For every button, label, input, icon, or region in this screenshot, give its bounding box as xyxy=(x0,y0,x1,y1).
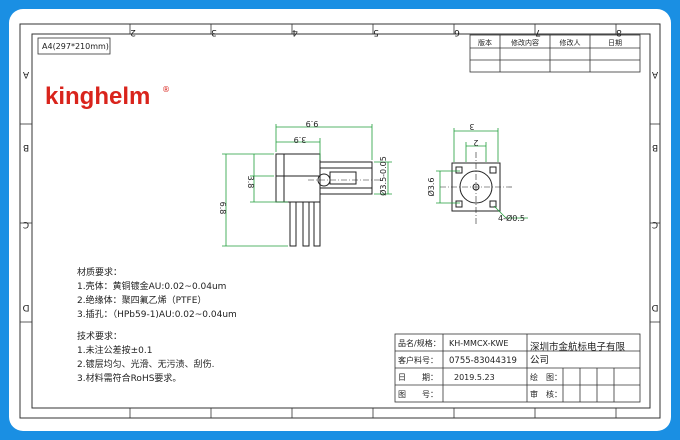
tech-notes: 技术要求： 1.未注公差按±0.1 2.镀层均匀、光滑、无污渍、刮伤. 3.材料… xyxy=(77,330,214,384)
border-number: 2 xyxy=(130,27,136,37)
side-view xyxy=(275,153,384,247)
title-block xyxy=(394,333,641,403)
material-line: 3.插孔：（HPb59-1)AU:0.02~0.04um xyxy=(77,308,237,320)
tech-line: 3.材料需符合RoHS要求。 xyxy=(77,372,181,384)
revision-table xyxy=(469,34,641,73)
border-letter: D xyxy=(22,302,29,312)
revision-header: 修改内容 xyxy=(511,38,539,47)
revision-header: 日期 xyxy=(608,39,622,47)
name-label: 品名/规格： xyxy=(398,338,441,348)
tech-title: 技术要求： xyxy=(77,330,122,342)
side-dim-labels: 9.9 3.9 3.8 6.8 Ø3.5-0.05 xyxy=(218,119,388,214)
draw-label: 绘 图： xyxy=(530,372,562,382)
top-dimensions xyxy=(436,128,528,219)
border-letters: A B C D A B C D xyxy=(22,69,658,312)
customer-label: 客户料号： xyxy=(398,355,438,365)
dim-partial-length: 3.9 xyxy=(294,135,307,144)
revision-header: 版本 xyxy=(478,38,492,47)
border-letter: B xyxy=(652,142,658,152)
company-name-line1: 深圳市金航标电子有限 xyxy=(530,341,626,353)
inner-frame xyxy=(31,33,651,409)
border-letter: A xyxy=(22,69,29,79)
material-line: 1.壳体：黄铜镀金AU:0.02~0.04um xyxy=(77,280,226,292)
border-number: 7 xyxy=(535,27,541,37)
dim-holes: 4-Ø0.5 xyxy=(498,213,525,223)
drawing-no-label: 图 号： xyxy=(398,390,438,399)
review-label: 审 核： xyxy=(530,389,562,399)
dim-pin-height: 6.8 xyxy=(218,202,227,215)
material-title: 材质要求： xyxy=(77,266,122,278)
material-notes: 材质要求： 1.壳体：黄铜镀金AU:0.02~0.04um 2.绝缘体：聚四氟乙… xyxy=(77,266,237,320)
border-number: 3 xyxy=(211,27,217,37)
customer-value: 0755-83044319 xyxy=(449,356,517,366)
side-dimensions xyxy=(222,124,392,247)
zone-ticks xyxy=(20,24,660,418)
dim-top-width: 3 xyxy=(469,122,474,131)
material-line: 2.绝缘体：聚四氟乙烯（PTFE） xyxy=(77,294,206,306)
dim-top-inner: 2 xyxy=(473,138,478,147)
dim-total-length: 9.9 xyxy=(306,119,319,128)
top-view xyxy=(440,152,512,224)
date-label: 日 期： xyxy=(398,373,438,382)
border-letter: D xyxy=(651,302,658,312)
company-name-line2: 公司 xyxy=(530,355,549,366)
top-dim-labels: 3 2 Ø3.6 4-Ø0.5 xyxy=(426,122,525,223)
border-letter: B xyxy=(23,142,29,152)
tech-line: 2.镀层均匀、光滑、无污渍、刮伤. xyxy=(77,358,214,370)
border-number: 5 xyxy=(373,27,379,37)
dim-top-diameter: Ø3.6 xyxy=(426,177,436,196)
border-number: 4 xyxy=(292,27,298,37)
border-numbers: 2 3 4 5 6 7 8 xyxy=(130,27,622,37)
registered-mark: ® xyxy=(162,85,170,94)
size-label-box xyxy=(37,37,111,55)
border-letter: C xyxy=(652,219,658,229)
date-value: 2019.5.23 xyxy=(454,373,495,382)
dim-plug-diameter: Ø3.5-0.05 xyxy=(378,156,388,196)
tech-line: 1.未注公差按±0.1 xyxy=(77,344,152,356)
name-value: KH-MMCX-KWE xyxy=(449,339,508,348)
border-letter: A xyxy=(651,69,658,79)
size-label: A4(297*210mm) xyxy=(42,42,109,51)
kinghelm-logo: kinghelm xyxy=(45,83,150,110)
border-number: 6 xyxy=(454,27,460,37)
revision-headers: 版本 修改内容 修改人 日期 xyxy=(478,38,622,47)
border-letter: C xyxy=(23,219,29,229)
dim-body-height: 3.8 xyxy=(246,176,255,189)
title-block-text: 品名/规格： KH-MMCX-KWE 客户料号： 0755-83044319 深… xyxy=(398,338,626,399)
paper xyxy=(9,9,671,431)
outer-frame xyxy=(19,23,661,419)
border-number: 8 xyxy=(616,27,622,37)
revision-header: 修改人 xyxy=(560,38,581,47)
